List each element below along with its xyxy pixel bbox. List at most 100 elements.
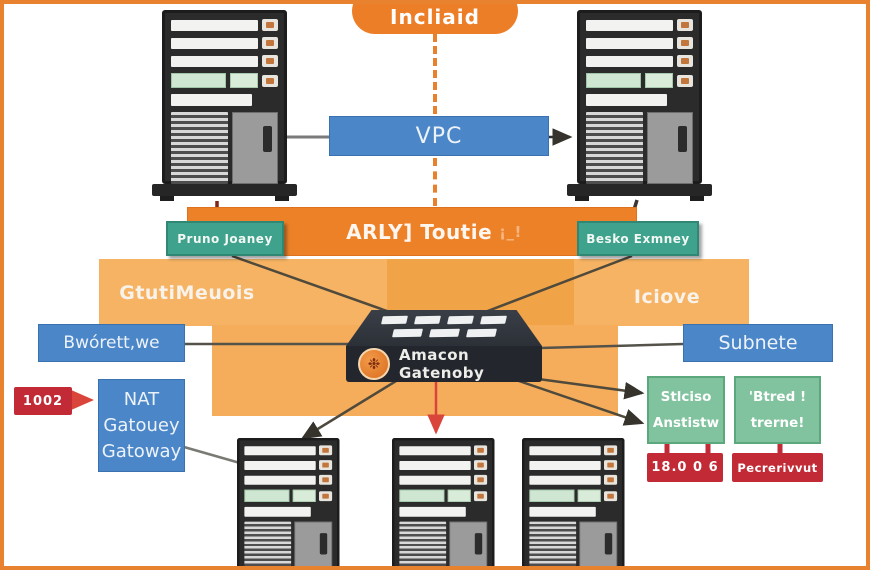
nat-gateway-box: NAT Gatouey Gatoway: [98, 379, 185, 472]
gateway-right-label: Besko Exmney: [586, 231, 690, 246]
drive-bay: [586, 19, 673, 31]
switch-top-face: [346, 310, 542, 346]
region-pill: Incliaid: [352, 4, 518, 34]
lcd-display: [292, 489, 316, 502]
vpc-box: VPC: [329, 116, 549, 156]
route-box-1: Stlciso Anstistw: [647, 376, 725, 444]
lcd-display: [644, 73, 673, 88]
ip-box-2-label: Pecrerivvut: [737, 460, 818, 475]
subnet-right-box: Subnete: [683, 324, 833, 362]
ip-box-1: 18.0 0 6: [647, 453, 723, 482]
gateway-left-label: Pruno Joaney: [177, 231, 273, 246]
door-handle: [263, 126, 272, 152]
side-door: [647, 112, 693, 184]
subnet-left-box: Bwórett,we: [38, 324, 185, 362]
power-button: [319, 460, 333, 470]
switch-port: [428, 328, 460, 338]
lcd-display: [577, 489, 601, 502]
drive-bay: [399, 475, 471, 485]
zone-left-label: GtutiMeuois: [119, 282, 255, 304]
switch-port: [447, 315, 474, 325]
lcd-display: [399, 489, 445, 502]
zone-right-label: Iciove: [633, 286, 701, 308]
switch-port: [381, 315, 408, 325]
lcd-display: [244, 489, 290, 502]
vent-grille: [586, 112, 644, 184]
drive-bay: [244, 506, 311, 517]
power-button: [262, 55, 278, 67]
server-tower: [237, 438, 340, 566]
route-box-2: 'Btred ! trerne!: [734, 376, 821, 444]
route-box-1-line2: Anstistw: [652, 415, 720, 431]
drive-bay: [529, 475, 601, 485]
door-handle: [678, 126, 687, 152]
side-door: [579, 521, 618, 566]
server-tower: [567, 10, 712, 201]
lcd-display: [447, 489, 471, 502]
ip-box-1-label: 18.0 0 6: [651, 460, 719, 475]
aws-logo-icon: [358, 348, 390, 380]
server-tower: [392, 438, 495, 566]
door-handle: [474, 533, 483, 555]
power-button: [604, 460, 618, 470]
server-base: [567, 184, 712, 201]
power-button: [262, 19, 278, 31]
region-pill-label: Incliaid: [390, 5, 480, 29]
power-button: [262, 74, 278, 87]
power-button: [474, 474, 488, 485]
drive-bay: [171, 37, 258, 49]
power-button: [262, 37, 278, 49]
power-button: [319, 474, 333, 485]
vent-grille: [529, 521, 577, 566]
drive-bay: [244, 445, 316, 455]
drive-bay: [529, 460, 601, 470]
vent-grille: [244, 521, 292, 566]
side-door: [449, 521, 488, 566]
lcd-display: [586, 73, 641, 88]
power-button: [319, 490, 333, 501]
vpc-label: VPC: [415, 123, 463, 149]
power-button: [474, 490, 488, 501]
server-body: [522, 438, 625, 566]
gateway-left-box: Pruno Joaney: [166, 221, 284, 256]
power-button: [474, 460, 488, 470]
drive-bay: [399, 506, 466, 517]
server-body: [392, 438, 495, 566]
drive-bay: [244, 475, 316, 485]
drive-bay: [586, 94, 667, 106]
switch-port: [391, 328, 423, 338]
server-body: [577, 10, 702, 184]
server-tower: [152, 10, 297, 201]
drive-bay: [171, 55, 258, 67]
dashed-link-pill-vpc: [433, 34, 437, 114]
side-door: [232, 112, 278, 184]
switch-label: Amacon Gatenoby: [399, 346, 485, 382]
nat-line2: Gatouey: [103, 414, 180, 436]
drive-bay: [399, 445, 471, 455]
route-box-1-line1: Stlciso: [660, 389, 712, 405]
drive-bay: [244, 460, 316, 470]
door-handle: [604, 533, 613, 555]
switch-port: [465, 328, 497, 338]
power-button: [604, 474, 618, 485]
drive-bay: [171, 94, 252, 106]
lcd-display: [171, 73, 226, 88]
server-base: [152, 184, 297, 201]
drive-bay: [586, 37, 673, 49]
nat-line1: NAT: [123, 388, 160, 410]
drive-bay: [529, 445, 601, 455]
power-button: [677, 74, 693, 87]
drive-bay: [586, 55, 673, 67]
switch-port: [414, 315, 441, 325]
server-body: [237, 438, 340, 566]
route-box-2-line1: 'Btred !: [748, 389, 807, 405]
server-body: [162, 10, 287, 184]
drive-bay: [399, 460, 471, 470]
vent-grille: [171, 112, 229, 184]
router-bar-label: ARLY] Toutie: [346, 219, 493, 244]
door-handle: [319, 533, 328, 555]
router-bar-faint-text: ¡_!: [499, 222, 522, 241]
power-button: [604, 445, 618, 456]
vent-grille: [399, 521, 447, 566]
